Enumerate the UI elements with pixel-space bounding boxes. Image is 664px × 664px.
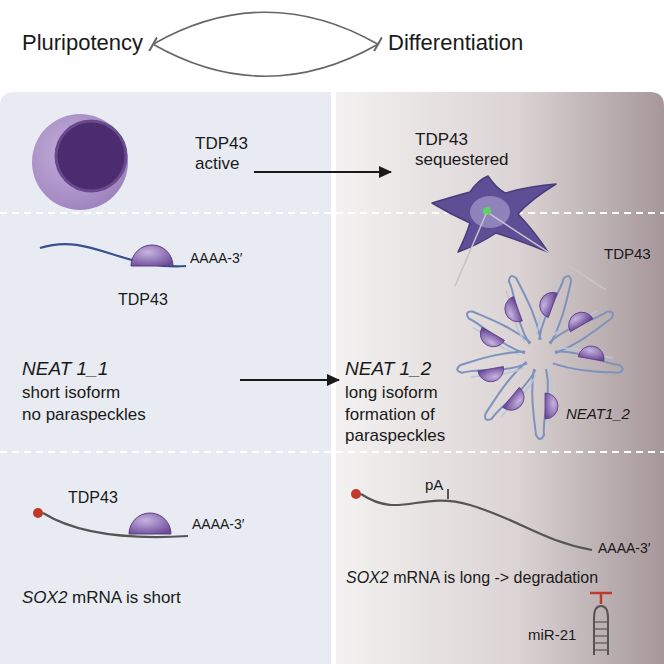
inhibition-connector: [153, 12, 378, 44]
paraspeckle-part: [548, 306, 616, 355]
base-pair: [595, 621, 607, 622]
node-text: NEAT 1_1: [22, 358, 234, 381]
label: TDP43: [604, 245, 651, 263]
paraspeckle-part: [564, 307, 593, 331]
text-node: NEAT 1_1short isoformno paraspeckles: [22, 358, 234, 428]
label: TDP43: [118, 290, 168, 309]
divider: [0, 212, 664, 214]
paraspeckle-part: [476, 327, 505, 351]
node-text: TDP43 sequestered: [415, 130, 525, 171]
nucleus: [56, 121, 126, 191]
node-text: no paraspeckles: [22, 405, 234, 425]
text-node: TDP43 sequestered: [395, 126, 560, 254]
arrow-connector: [240, 379, 339, 381]
label: SOX2 mRNA is long -> degradation: [346, 568, 598, 587]
node-text: NEAT 1_2: [345, 358, 453, 381]
neat1-1-rna: [40, 244, 186, 266]
label: miR-21: [528, 626, 576, 644]
node-text: short isoform: [22, 383, 234, 403]
zoom-line: [490, 214, 606, 290]
mirna-hairpin: [594, 606, 608, 655]
stem-cell: [32, 114, 128, 210]
paraspeckle-part: [463, 306, 531, 355]
base-pair: [595, 642, 607, 643]
differentiated-cell: [432, 176, 556, 252]
inhibition-connector: [153, 44, 378, 76]
paraspeckle-part: [503, 387, 530, 415]
base-pairs: [595, 622, 607, 650]
tdp43-protein: [131, 245, 173, 266]
node-text: formation of paraspeckles: [345, 405, 453, 446]
paraspeckle-part: [545, 393, 558, 419]
cap: [351, 489, 361, 499]
label: pA: [425, 476, 443, 494]
node-text: Differentiation: [388, 30, 523, 56]
sox2-mrna: [43, 513, 188, 537]
text-node: Pluripotency: [22, 30, 143, 58]
panel-right: [336, 92, 664, 664]
pa-site: [447, 489, 449, 499]
tdp43-protein: [129, 513, 171, 534]
inhibition: [600, 593, 603, 604]
paraspeckle-part: [501, 297, 522, 326]
text-node: Differentiation: [388, 30, 523, 58]
base-pair: [595, 635, 607, 636]
base-pair: [595, 628, 607, 629]
paraspeckle-part: [549, 308, 597, 337]
paraspeckle-dot: [483, 207, 491, 215]
base-pair: [595, 649, 607, 650]
divider: [0, 451, 664, 453]
label: NEAT1_2: [566, 405, 630, 423]
text-node: TDP43 active: [25, 112, 250, 212]
node-text: TDP43 active: [195, 134, 253, 175]
label: TDP43: [68, 488, 118, 507]
panel-left: [0, 92, 331, 664]
cap: [33, 508, 43, 518]
label: AAAA-3′: [190, 250, 242, 267]
paraspeckle-part: [536, 289, 557, 318]
arrow-connector: [254, 171, 391, 173]
node-text: Pluripotency: [22, 30, 143, 56]
text-node: NEAT 1_2long isoformformation of paraspe…: [345, 358, 453, 448]
paraspeckle-part: [501, 375, 538, 418]
label: SOX2 mRNA is short: [22, 588, 181, 608]
zoom-line: [455, 214, 486, 286]
paraspeckle-part: [478, 367, 506, 384]
label: AAAA-3′: [192, 516, 244, 533]
node-text: long isoform: [345, 383, 453, 403]
paraspeckle-part: [578, 344, 606, 361]
sox2-mrna: [361, 494, 592, 550]
label: AAAA-3′: [598, 540, 650, 557]
